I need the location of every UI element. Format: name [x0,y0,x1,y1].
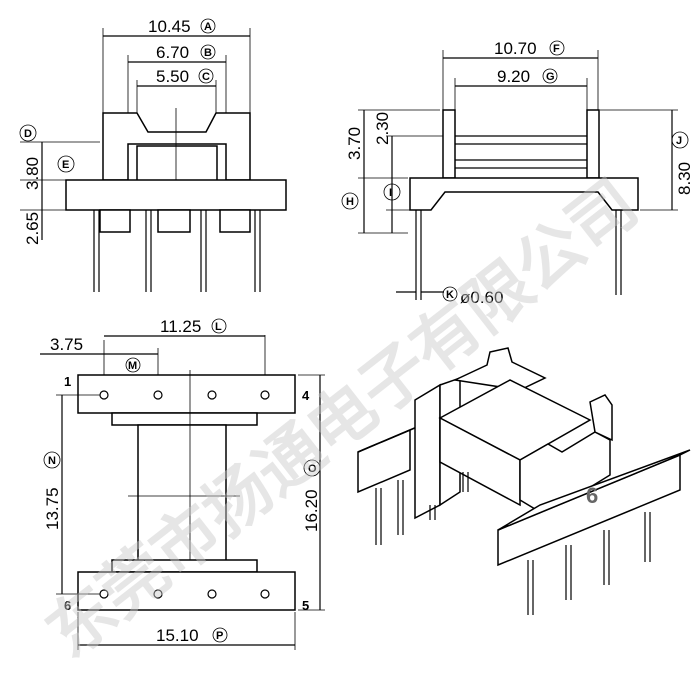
dim-L-marker [211,318,227,334]
dim-A-marker [200,18,216,34]
dim-I-marker [383,183,401,201]
dim-N-marker [43,451,61,469]
dim-M-mark: M [128,360,137,372]
isometric-view: 6 [357,347,691,615]
dim-J-marker [671,131,689,149]
dim-F-marker [549,40,565,56]
dim-B-mark: B [204,47,212,59]
dim-C-value: 5.50 [156,67,189,86]
pin-6-label: 6 [64,598,71,613]
dim-D-marker [19,124,37,142]
dim-13-75-value: 13.75 [43,487,62,530]
dim-A-value: 10.45 [148,17,191,36]
dim-B-value: 6.70 [156,43,189,62]
bottom-view: 11.25 L 3.75 M 1 4 5 6 N 13.75 [40,317,325,650]
dim-N-mark: N [48,455,56,467]
dim-H-mark: H [346,196,354,208]
dim-A-mark: A [204,21,212,33]
pin-6-badge: 6 [586,483,598,508]
dim-K-value: ø0.60 [460,288,503,307]
dim-J-mark: J [676,135,682,147]
pin-1-label: 1 [64,374,71,389]
dim-K-mark: K [446,289,454,301]
dim-P-mark: P [216,630,223,642]
dim-L-mark: L [215,321,222,333]
dim-F-mark: F [553,43,560,55]
dim-G-value: 9.20 [497,67,530,86]
dim-D-mark: D [24,128,32,140]
pin-5-label: 5 [302,598,309,613]
dim-G-marker [542,68,558,84]
dim-2-65-value: 2.65 [23,212,42,245]
dim-O-marker [303,459,321,477]
dim-2-30-value: 2.30 [373,112,392,145]
dim-3-70-value: 3.70 [345,127,364,160]
dim-3-75-value: 3.75 [50,335,83,354]
pin-4-label: 4 [302,388,310,403]
dim-C-mark: C [202,71,210,83]
dim-P-value: 15.10 [156,626,199,645]
dim-16-20-value: 16.20 [302,489,321,532]
dim-8-30-value: 8.30 [675,162,694,195]
dim-I-mark: I [389,187,392,199]
dim-K-marker [442,286,458,302]
dim-H-marker [341,192,359,210]
dim-C-marker [198,68,214,84]
dim-B-marker [200,44,216,60]
dim-E-mark: E [62,159,69,171]
dim-3-80-value: 3.80 [23,157,42,190]
dim-L-value: 11.25 [160,317,201,336]
dim-M-marker [125,357,141,373]
dim-E-marker [57,155,75,173]
dim-F-value: 10.70 [494,39,537,58]
front-view: 10.45 A 6.70 B 5.50 C D 3.80 E 2.65 [19,17,287,292]
dim-G-mark: G [546,71,555,83]
dim-O-mark: O [308,463,317,475]
dim-P-marker [212,627,228,643]
side-view: 10.70 F 9.20 G 3.70 2.30 H I J [341,39,694,307]
